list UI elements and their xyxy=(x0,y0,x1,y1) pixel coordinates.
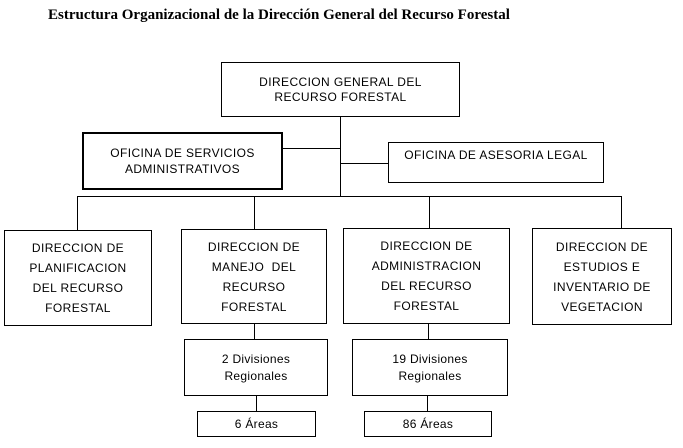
org-box-line: FORESTAL xyxy=(221,299,287,314)
connector-root-trunk xyxy=(340,117,341,196)
org-box-line: 86 Áreas xyxy=(402,417,454,431)
org-box-line: OFICINA DE ASESORIA LEGAL xyxy=(404,148,588,162)
org-box-oficina-asesoria-legal: OFICINA DE ASESORIA LEGAL xyxy=(388,142,604,183)
connector-servicios-branch xyxy=(283,148,340,149)
org-box-line: INVENTARIO DE xyxy=(553,279,651,294)
org-box-line: 6 Áreas xyxy=(234,417,279,431)
connector-administracion-divisiones xyxy=(428,324,429,339)
org-box-line: ADMINISTRACION xyxy=(371,259,482,273)
org-box-line: ADMINISTRATIVOS xyxy=(124,162,241,176)
connector-drop-manejo xyxy=(254,196,255,229)
page-title: Estructura Organizacional de la Direcció… xyxy=(48,7,510,23)
org-box-direccion-general: DIRECCION GENERAL DEL RECURSO FORESTAL xyxy=(221,62,460,117)
org-box-direccion-manejo: DIRECCION DE MANEJO DEL RECURSO FORESTAL xyxy=(181,229,327,324)
org-box-line: DIRECCION DE xyxy=(31,241,125,255)
org-box-line: 19 Divisiones xyxy=(392,351,468,366)
org-box-line: RECURSO FORESTAL xyxy=(274,89,407,104)
org-box-line: Regionales xyxy=(398,368,462,383)
org-box-line: DIRECCION DE xyxy=(555,239,649,254)
org-box-line: ESTUDIOS E xyxy=(563,259,641,274)
org-box-areas-manejo: 6 Áreas xyxy=(197,411,316,437)
org-box-line: DIRECCION DE xyxy=(207,239,301,254)
connector-direcciones-row xyxy=(77,196,622,197)
org-box-line: VEGETACION xyxy=(561,299,643,314)
connector-drop-estudios xyxy=(621,196,622,228)
connector-manejo-divisiones xyxy=(254,324,255,339)
org-box-line: FORESTAL xyxy=(45,301,111,315)
org-box-line: OFICINA DE SERVICIOS xyxy=(110,146,255,160)
org-box-line: DIRECCION DE xyxy=(380,239,473,253)
org-box-line: 2 Divisiones xyxy=(221,351,291,366)
org-box-oficina-servicios-administrativos: OFICINA DE SERVICIOS ADMINISTRATIVOS xyxy=(82,132,283,190)
connector-drop-administracion xyxy=(429,196,430,228)
org-box-direccion-administracion: DIRECCION DE ADMINISTRACION DEL RECURSO … xyxy=(343,228,510,324)
org-box-line: FORESTAL xyxy=(393,299,460,313)
org-box-line: DEL RECURSO xyxy=(32,281,124,295)
connector-divisiones-areas-manejo xyxy=(256,396,257,411)
org-box-line: MANEJO DEL xyxy=(211,259,297,274)
org-box-line: RECURSO xyxy=(222,279,286,294)
org-box-direccion-planificacion: DIRECCION DE PLANIFICACION DEL RECURSO F… xyxy=(4,230,152,326)
org-box-divisiones-regionales-manejo: 2 Divisiones Regionales xyxy=(184,339,328,396)
org-box-divisiones-regionales-administracion: 19 Divisiones Regionales xyxy=(352,339,508,396)
org-box-line: PLANIFICACION xyxy=(29,261,127,275)
org-box-areas-administracion: 86 Áreas xyxy=(364,411,492,437)
connector-drop-planificacion xyxy=(77,196,78,230)
org-box-line: DIRECCION GENERAL DEL xyxy=(259,74,422,89)
connector-divisiones-areas-administracion xyxy=(427,396,428,412)
org-box-line: Regionales xyxy=(224,368,288,383)
connector-asesoria-branch xyxy=(341,163,388,164)
org-box-direccion-estudios-inventario: DIRECCION DE ESTUDIOS E INVENTARIO DE VE… xyxy=(532,228,672,325)
org-box-line: DEL RECURSO xyxy=(381,279,472,293)
